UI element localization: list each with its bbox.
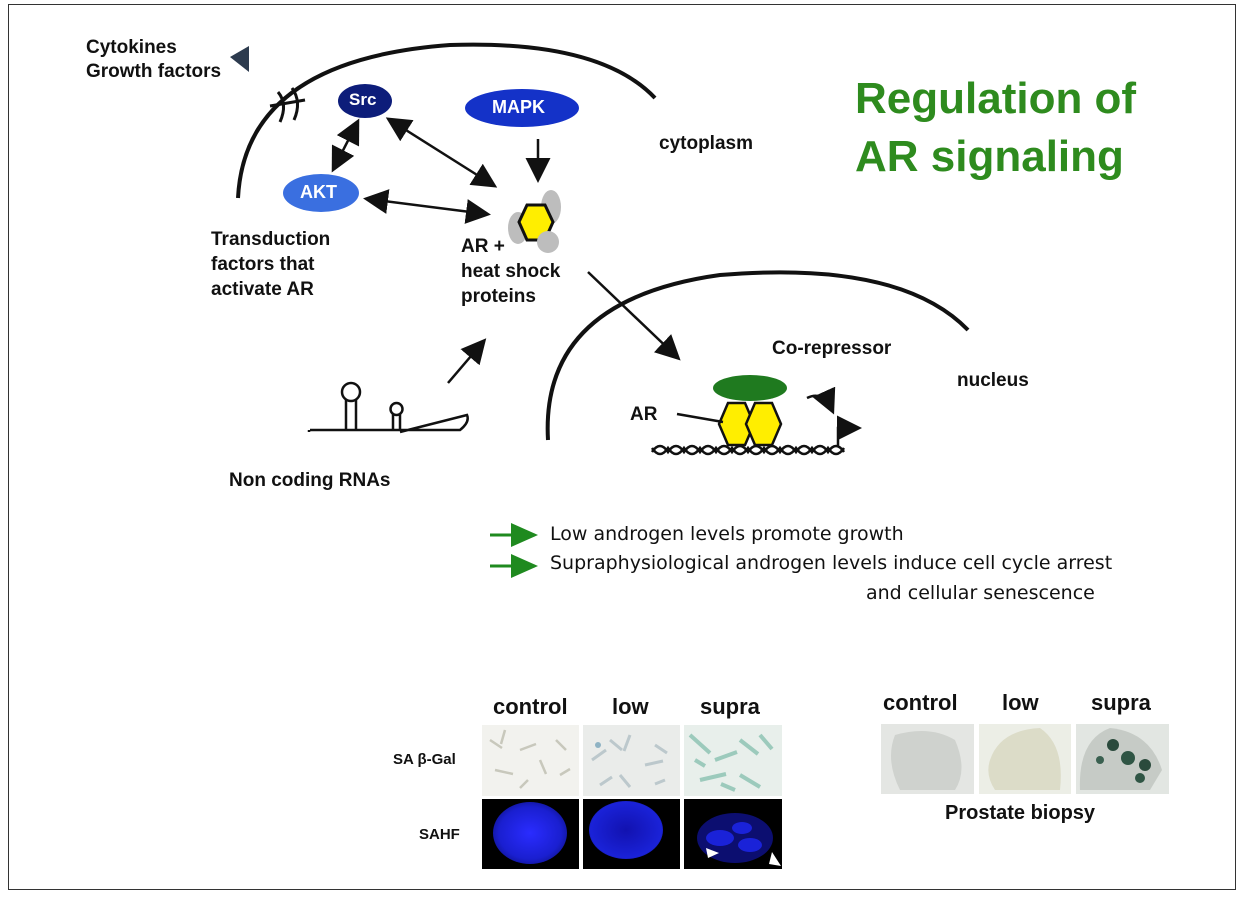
growth-factors-label: Growth factors xyxy=(86,61,222,82)
sahf-image-low xyxy=(583,799,680,869)
sa-bgal-image-control xyxy=(482,725,579,796)
legend-line-1: Low androgen levels promote growth xyxy=(550,523,904,545)
ar-complex-label-2: heat shock xyxy=(461,261,561,282)
cell-col-control: control xyxy=(493,694,568,719)
cytokines-label: Cytokines xyxy=(86,37,177,58)
biopsy-image-control xyxy=(881,724,974,794)
title-line-1: Regulation of xyxy=(855,74,1137,123)
biopsy-image-supra xyxy=(1076,724,1169,794)
transduction-label-2: factors that xyxy=(211,254,315,275)
receptor-icon xyxy=(269,87,306,123)
slide-border xyxy=(8,4,1236,890)
akt-oval xyxy=(283,174,359,212)
arrow-rna-ar xyxy=(447,338,487,384)
arrow-src-akt xyxy=(331,118,360,173)
cytoplasm-label: cytoplasm xyxy=(659,133,753,154)
corepressor-label: Co-repressor xyxy=(772,338,892,359)
sa-bgal-image-low xyxy=(583,725,680,796)
noncoding-rnas-label: Non coding RNAs xyxy=(229,470,391,491)
cell-col-low: low xyxy=(612,694,649,719)
biopsy-image-low xyxy=(979,724,1071,794)
dna-strand xyxy=(650,444,846,456)
ar-hsp-complex xyxy=(508,190,561,253)
transduction-label-1: Transduction xyxy=(211,229,331,250)
ar-dimer xyxy=(717,401,783,447)
akt-label: AKT xyxy=(300,182,337,202)
cell-membrane xyxy=(236,42,657,199)
sahf-image-supra xyxy=(684,799,782,869)
biopsy-caption: Prostate biopsy xyxy=(945,802,1096,824)
noncoding-rna-icon xyxy=(307,381,469,434)
title-line-2: AR signaling xyxy=(855,132,1124,181)
ar-pointer-line xyxy=(676,412,724,424)
biopsy-col-low: low xyxy=(1002,690,1039,715)
sahf-image-control xyxy=(482,799,579,869)
blocked-transcription-arrow xyxy=(806,386,836,415)
transduction-label-3: activate AR xyxy=(211,279,314,300)
legend-line-3: and cellular senescence xyxy=(866,582,1095,604)
src-oval xyxy=(338,84,392,118)
ar-label: AR xyxy=(630,404,658,425)
src-label: Src xyxy=(349,90,377,109)
transcription-start-arrow xyxy=(836,415,862,446)
cell-col-supra: supra xyxy=(700,694,760,719)
legend-line-2: Supraphysiological androgen levels induc… xyxy=(550,552,1113,574)
ar-complex-label-1: AR + xyxy=(461,236,505,257)
corepressor-oval xyxy=(713,375,787,401)
cell-row-sahf: SAHF xyxy=(419,826,460,843)
biopsy-col-supra: supra xyxy=(1091,690,1151,715)
ligand-triangle-icon xyxy=(230,46,249,72)
ar-complex-label-3: proteins xyxy=(461,286,536,307)
nucleus-label: nucleus xyxy=(957,370,1029,391)
sa-bgal-image-supra xyxy=(684,725,782,796)
cell-row-sa-bgal: SA β-Gal xyxy=(393,751,456,768)
arrow-src-ar xyxy=(385,117,498,188)
page-title: Regulation of AR signaling xyxy=(855,70,1136,186)
mapk-label: MAPK xyxy=(492,97,545,117)
arrow-ar-nucleus xyxy=(587,271,681,361)
nuclear-membrane xyxy=(545,270,970,441)
arrow-akt-ar xyxy=(363,189,491,224)
biopsy-col-control: control xyxy=(883,690,958,715)
